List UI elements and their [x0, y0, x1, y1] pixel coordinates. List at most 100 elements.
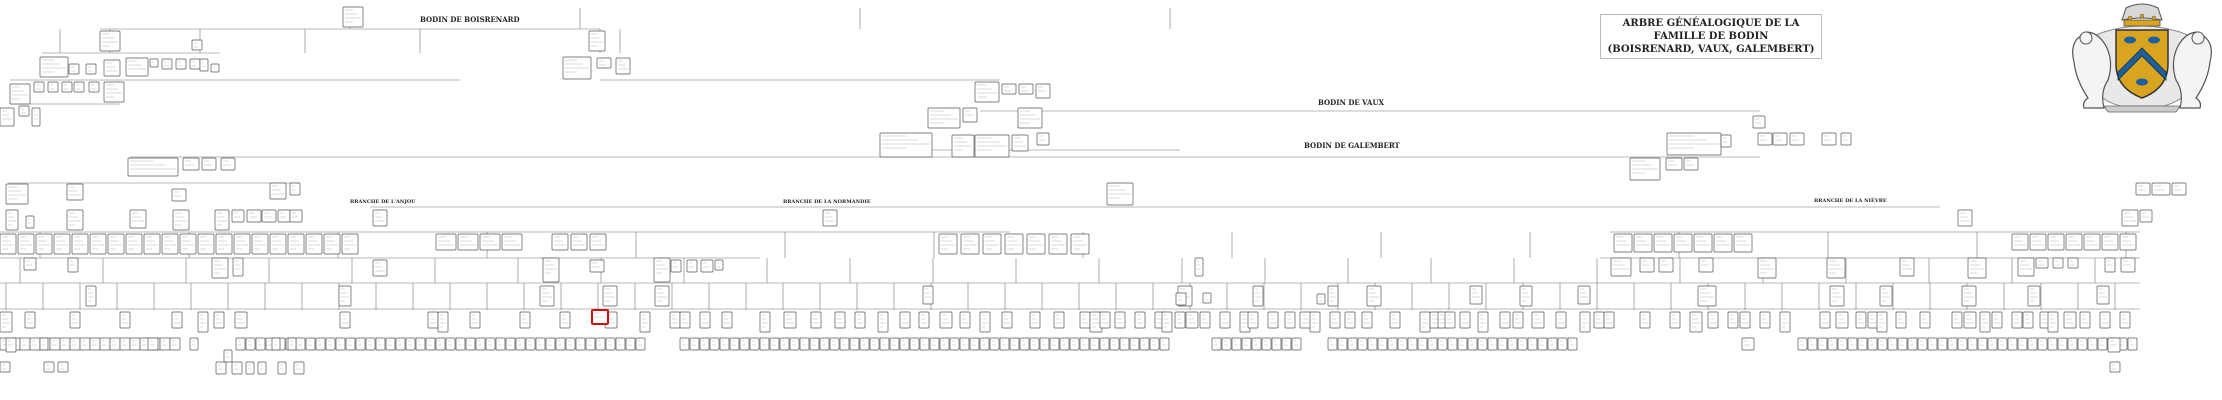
- person-box[interactable]: [959, 337, 970, 351]
- person-box[interactable]: [1527, 337, 1538, 351]
- person-box[interactable]: [2139, 209, 2153, 223]
- person-box[interactable]: [1069, 337, 1080, 351]
- person-box[interactable]: [834, 311, 846, 329]
- person-box[interactable]: [277, 361, 287, 375]
- person-box[interactable]: [839, 337, 850, 351]
- person-box[interactable]: [415, 337, 426, 351]
- person-box[interactable]: [1469, 285, 1483, 305]
- person-box[interactable]: [479, 233, 501, 251]
- person-box[interactable]: [0, 361, 11, 373]
- person-box[interactable]: [799, 337, 810, 351]
- person-box[interactable]: [335, 337, 346, 351]
- person-box[interactable]: [457, 233, 479, 251]
- person-box[interactable]: [1720, 134, 1732, 148]
- person-box[interactable]: [1673, 233, 1693, 253]
- person-box[interactable]: [1099, 337, 1110, 351]
- person-box[interactable]: [2121, 209, 2139, 227]
- person-box[interactable]: [1739, 311, 1751, 329]
- person-box[interactable]: [245, 361, 255, 375]
- person-box[interactable]: [2171, 182, 2187, 196]
- person-box[interactable]: [325, 337, 336, 351]
- person-box[interactable]: [1327, 337, 1338, 351]
- person-box[interactable]: [515, 337, 526, 351]
- person-box[interactable]: [2119, 311, 2131, 329]
- person-box[interactable]: [699, 337, 710, 351]
- person-box[interactable]: [495, 337, 506, 351]
- person-box[interactable]: [829, 337, 840, 351]
- person-box[interactable]: [29, 337, 41, 351]
- person-box[interactable]: [1613, 233, 1633, 253]
- person-box[interactable]: [245, 337, 256, 351]
- person-box[interactable]: [575, 337, 586, 351]
- person-box[interactable]: [147, 337, 159, 351]
- person-box[interactable]: [1361, 311, 1373, 329]
- person-box[interactable]: [922, 285, 934, 305]
- person-box[interactable]: [869, 337, 880, 351]
- person-box[interactable]: [24, 311, 36, 329]
- person-box[interactable]: [246, 209, 262, 223]
- person-box[interactable]: [2047, 337, 2058, 351]
- person-box[interactable]: [1149, 337, 1160, 351]
- person-box[interactable]: [1512, 311, 1524, 329]
- person-box[interactable]: [2027, 337, 2038, 351]
- person-box[interactable]: [57, 361, 69, 373]
- person-box[interactable]: [1344, 311, 1356, 329]
- person-box[interactable]: [1447, 337, 1458, 351]
- person-box[interactable]: [1018, 83, 1034, 95]
- person-box[interactable]: [759, 337, 770, 351]
- person-box[interactable]: [199, 58, 209, 72]
- person-box[interactable]: [1577, 285, 1591, 305]
- person-box[interactable]: [1194, 257, 1204, 277]
- person-box[interactable]: [779, 337, 790, 351]
- person-box[interactable]: [445, 337, 456, 351]
- person-box[interactable]: [1417, 337, 1428, 351]
- person-box[interactable]: [939, 337, 950, 351]
- person-box[interactable]: [1557, 337, 1568, 351]
- person-box[interactable]: [1927, 337, 1938, 351]
- person-box[interactable]: [589, 259, 605, 273]
- person-box[interactable]: [1241, 337, 1252, 351]
- person-box[interactable]: [2079, 311, 2091, 329]
- person-box[interactable]: [68, 63, 80, 75]
- person-box[interactable]: [33, 81, 45, 93]
- person-box[interactable]: [161, 58, 173, 70]
- person-box[interactable]: [1807, 337, 1818, 351]
- person-box[interactable]: [1347, 337, 1358, 351]
- person-box[interactable]: [859, 337, 870, 351]
- person-box[interactable]: [2047, 233, 2065, 251]
- person-box[interactable]: [1917, 337, 1928, 351]
- person-box[interactable]: [1036, 132, 1050, 146]
- person-box[interactable]: [2067, 257, 2079, 269]
- person-box[interactable]: [542, 257, 560, 283]
- person-box[interactable]: [2077, 337, 2088, 351]
- person-box[interactable]: [69, 311, 81, 329]
- person-box[interactable]: [427, 311, 439, 329]
- person-box[interactable]: [1211, 337, 1222, 351]
- person-box[interactable]: [719, 337, 730, 351]
- person-box[interactable]: [269, 182, 287, 200]
- person-box[interactable]: [1977, 337, 1988, 351]
- person-box[interactable]: [395, 337, 406, 351]
- person-box[interactable]: [1499, 311, 1511, 329]
- person-box[interactable]: [1713, 233, 1733, 253]
- person-box[interactable]: [2057, 337, 2068, 351]
- person-box[interactable]: [175, 58, 187, 70]
- person-box[interactable]: [0, 107, 15, 127]
- person-box[interactable]: [729, 337, 740, 351]
- person-box[interactable]: [1009, 337, 1020, 351]
- person-box[interactable]: [989, 337, 1000, 351]
- person-box[interactable]: [1271, 337, 1282, 351]
- person-box[interactable]: [213, 311, 225, 329]
- person-box[interactable]: [1467, 337, 1478, 351]
- person-box[interactable]: [1639, 311, 1651, 329]
- person-box[interactable]: [501, 233, 523, 251]
- person-box[interactable]: [345, 337, 356, 351]
- person-box[interactable]: [809, 337, 820, 351]
- person-box[interactable]: [1459, 311, 1471, 329]
- person-box[interactable]: [714, 259, 724, 271]
- person-box[interactable]: [670, 259, 682, 273]
- person-box[interactable]: [271, 337, 281, 351]
- person-box[interactable]: [2099, 311, 2111, 329]
- person-box[interactable]: [1610, 257, 1632, 277]
- person-box[interactable]: [1531, 311, 1545, 329]
